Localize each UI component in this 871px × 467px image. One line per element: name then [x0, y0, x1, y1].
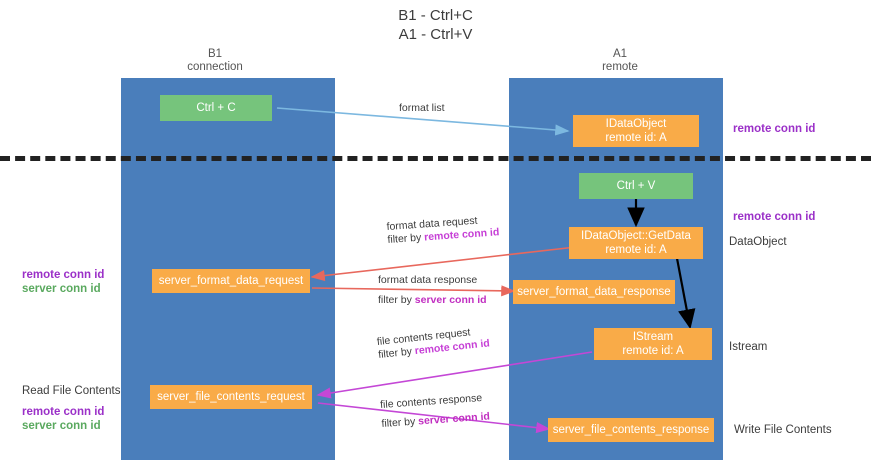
node-server-format-data-response-label: server_format_data_response [517, 286, 671, 298]
edge-label-format-data-response-filter-prefix: filter by [378, 294, 415, 306]
section-divider [0, 156, 871, 161]
annotation-left-read-file: Read File Contents [22, 385, 121, 397]
node-ctrl-c-label: Ctrl + C [196, 102, 236, 114]
edge-label-format-data-response-filter: filter by server conn id [378, 294, 487, 307]
node-server-format-data-request-label: server_format_data_request [158, 275, 304, 287]
annotation-left-bottom-remote: remote conn id [22, 406, 105, 418]
node-server-file-contents-response[interactable]: server_file_contents_response [548, 418, 714, 442]
node-server-format-data-response[interactable]: server_format_data_response [513, 280, 675, 304]
node-idataobject-label: IDataObject [605, 118, 667, 130]
annotation-right-mid-conn: remote conn id [733, 211, 816, 223]
annotation-left-mid-server: server conn id [22, 283, 101, 295]
edge-label-file-contents-response-main: file contents response [379, 391, 483, 412]
node-istream-sub: remote id: A [622, 345, 684, 357]
annotation-right-dataobject: DataObject [729, 236, 787, 248]
annotation-right-istream: Istream [729, 341, 768, 353]
annotation-left-bottom-server: server conn id [22, 420, 101, 432]
annotation-left-bottom: Read File Contents remote conn id server… [22, 384, 120, 433]
lane-header-b1-role: connection [187, 61, 243, 73]
node-ctrl-v-label: Ctrl + V [616, 180, 656, 192]
annotation-right-top-conn: remote conn id [733, 123, 816, 135]
page-title: B1 - Ctrl+C A1 - Ctrl+V [0, 6, 871, 44]
edge-label-file-contents-request-filter-prefix: filter by [377, 345, 416, 362]
node-ctrl-c[interactable]: Ctrl + C [160, 95, 272, 121]
edge-label-file-contents-response-filter: filter by server conn id [381, 410, 490, 431]
edge-label-file-contents-response-filter-key: server conn id [417, 410, 491, 428]
node-server-file-contents-request[interactable]: server_file_contents_request [150, 385, 312, 409]
page-title-line2: A1 - Ctrl+V [398, 26, 473, 43]
node-getdata-label: IDataObject::GetData [581, 230, 691, 242]
node-istream[interactable]: IStream remote id: A [594, 328, 712, 360]
lane-header-b1: B1 connection [140, 48, 290, 74]
edge-label-file-contents-response: file contents response filter by server … [380, 392, 491, 431]
edge-label-format-data-request-filter-prefix: filter by [387, 231, 425, 247]
lane-header-b1-name: B1 [207, 48, 223, 60]
node-idataobject-sub: remote id: A [605, 132, 667, 144]
node-getdata[interactable]: IDataObject::GetData remote id: A [569, 227, 703, 259]
edge-label-format-list: format list [399, 102, 445, 114]
annotation-right-write-file: Write File Contents [734, 424, 832, 436]
node-istream-label: IStream [632, 331, 674, 343]
annotation-left-mid-remote: remote conn id [22, 269, 105, 281]
node-getdata-sub: remote id: A [605, 244, 667, 256]
node-idataobject[interactable]: IDataObject remote id: A [573, 115, 699, 147]
edge-label-file-contents-request: file contents request filter by remote c… [376, 324, 490, 362]
node-server-file-contents-request-label: server_file_contents_request [157, 391, 305, 403]
edge-label-file-contents-response-filter-prefix: filter by [381, 415, 419, 431]
node-server-file-contents-response-label: server_file_contents_response [552, 424, 710, 436]
edge-label-format-data-response: format data response filter by server co… [378, 274, 487, 307]
node-server-format-data-request[interactable]: server_format_data_request [152, 269, 310, 293]
node-ctrl-v[interactable]: Ctrl + V [579, 173, 693, 199]
edge-label-format-data-response-main: format data response [378, 274, 478, 286]
annotation-left-mid: remote conn id server conn id [22, 268, 104, 296]
edge-label-format-data-response-filter-key: server conn id [414, 294, 487, 306]
edge-label-format-data-request: format data request filter by remote con… [386, 213, 500, 247]
lane-header-a1-name: A1 [612, 48, 628, 60]
page-title-line1: B1 - Ctrl+C [398, 7, 473, 24]
lane-header-a1-role: remote [602, 61, 638, 73]
lane-header-a1: A1 remote [545, 48, 695, 74]
